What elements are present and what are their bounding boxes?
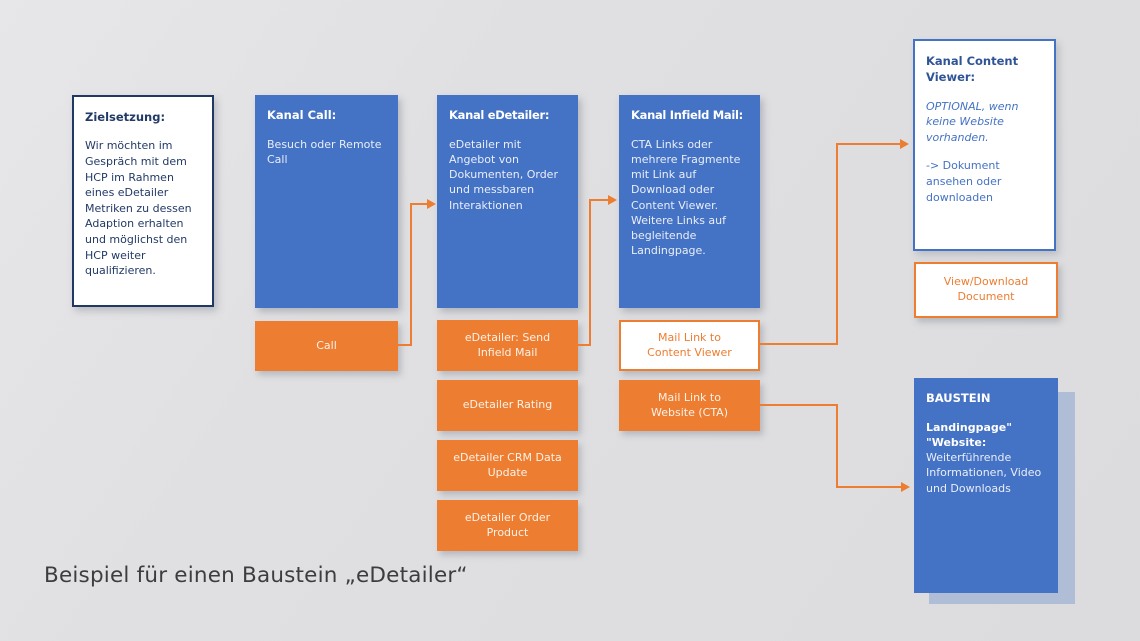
connector-sendmail-infield	[589, 200, 591, 346]
action-label: eDetailer Rating	[462, 398, 553, 412]
connector-sendmail-infield	[589, 199, 608, 201]
connector-call-edetailer	[398, 344, 412, 346]
goal-box: Zielsetzung: Wir möchten im Gespräch mit…	[72, 95, 214, 307]
channel-call-title: Kanal Call:	[267, 108, 337, 122]
goal-box-body: Wir möchten im Gespräch mit dem HCP im R…	[85, 139, 192, 278]
channel-call-box: Kanal Call: Besuch oder Remote Call	[255, 95, 398, 308]
action-edetailer-crm-data-update: eDetailer CRM Data Update	[437, 440, 578, 491]
view-download-document-box: View/Download Document	[914, 262, 1058, 318]
connector-maillink-contentviewer	[836, 144, 838, 345]
baustein-box: BAUSTEIN Landingpage" "Website: Weiterfü…	[914, 378, 1058, 593]
content-viewer-action-text: -> Dokument ansehen oder downloaden	[926, 159, 1002, 204]
baustein-line1: Landingpage"	[926, 420, 1012, 434]
channel-infield-mail-box: Kanal Infield Mail: CTA Links oder mehre…	[619, 95, 760, 308]
goal-box-title: Zielsetzung:	[85, 110, 166, 124]
action-label: eDetailer CRM Data Update	[453, 450, 562, 479]
connector-maillink-baustein	[836, 404, 838, 488]
arrowhead-icon	[901, 482, 910, 492]
diagram-caption: Beispiel für einen Baustein „eDetailer“	[44, 563, 468, 588]
action-edetailer-rating: eDetailer Rating	[437, 380, 578, 431]
action-mail-link-content-viewer: Mail Link to Content Viewer	[619, 320, 760, 371]
connector-maillink-contentviewer	[836, 143, 901, 145]
content-viewer-note: OPTIONAL, wenn keine Website vorhanden.	[926, 99, 1019, 144]
action-label: eDetailer: Send Infield Mail	[464, 330, 551, 359]
channel-infield-mail-title: Kanal Infield Mail:	[631, 108, 743, 122]
connector-call-edetailer	[410, 204, 412, 346]
channel-edetailer-box: Kanal eDetailer: eDetailer mit Angebot v…	[437, 95, 578, 308]
connector-maillink-contentviewer	[760, 343, 838, 345]
connector-sendmail-infield	[578, 344, 591, 346]
baustein-body: Weiterführende Informationen, Video und …	[926, 451, 1042, 495]
action-call-label: Call	[316, 338, 337, 352]
channel-edetailer-body: eDetailer mit Angebot von Dokumenten, Or…	[449, 137, 558, 212]
action-edetailer-order-product: eDetailer Order Product	[437, 500, 578, 551]
content-viewer-box: Kanal Content Viewer: OPTIONAL, wenn kei…	[913, 39, 1056, 251]
action-label: eDetailer Order Product	[464, 510, 551, 539]
content-viewer-title: Kanal Content Viewer:	[926, 54, 1019, 85]
baustein-title: BAUSTEIN	[926, 391, 991, 405]
channel-infield-mail-body: CTA Links oder mehrere Fragmente mit Lin…	[631, 137, 741, 258]
arrowhead-icon	[900, 139, 909, 149]
action-label: Mail Link to Content Viewer	[647, 330, 732, 359]
connector-maillink-baustein	[760, 404, 838, 406]
arrowhead-icon	[608, 195, 617, 205]
baustein-line2: "Website:	[926, 436, 987, 450]
action-call: Call	[255, 321, 398, 371]
channel-call-body: Besuch oder Remote Call	[267, 137, 382, 167]
channel-edetailer-title: Kanal eDetailer:	[449, 108, 550, 122]
connector-maillink-baustein	[836, 486, 902, 488]
action-mail-link-website-cta: Mail Link to Website (CTA)	[619, 380, 760, 431]
view-download-document-label: View/Download Document	[943, 275, 1029, 303]
connector-call-edetailer	[410, 203, 427, 205]
action-edetailer-send-infield-mail: eDetailer: Send Infield Mail	[437, 320, 578, 371]
action-label: Mail Link to Website (CTA)	[651, 390, 728, 419]
arrowhead-icon	[427, 199, 436, 209]
